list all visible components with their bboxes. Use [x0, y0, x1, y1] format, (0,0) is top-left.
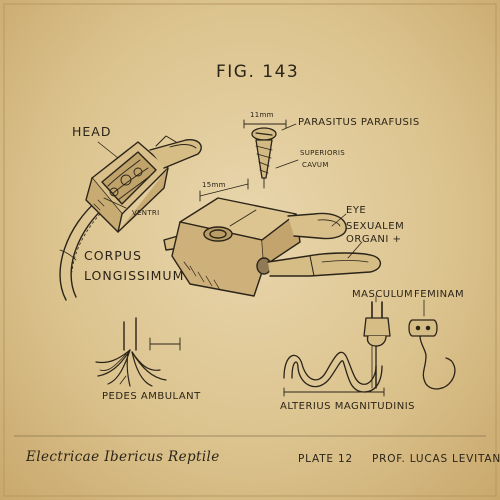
corpus-cord-inner	[70, 205, 107, 298]
socket-block-sketch	[163, 178, 301, 297]
head-plug-sketch	[59, 135, 202, 301]
label-feminam: FEMINAM	[414, 289, 465, 300]
feminam-socket-sketch	[408, 299, 456, 390]
masculum-plug-sketch	[363, 295, 391, 389]
label-superioris: SUPERIORIS	[300, 149, 346, 157]
screw-sketch	[243, 119, 299, 189]
label-sexualem: SEXUALEM	[346, 221, 405, 232]
label-pedes: PEDES AMBULANT	[102, 391, 201, 402]
wavy-cord-sketch	[283, 351, 385, 397]
label-cavum: CAVUM	[302, 161, 329, 169]
feet-sketch	[95, 317, 181, 387]
label-alterius: ALTERIUS MAGNITUDINIS	[280, 401, 416, 412]
corpus-cord-outer	[59, 199, 99, 301]
label-screw-size: 11mm	[250, 111, 274, 119]
label-corpus: CORPUS	[84, 248, 142, 263]
figure-number: FIG. 143	[216, 62, 300, 82]
specimen-caption: Electricae Ibericus Reptile	[26, 449, 220, 465]
label-eye: EYE	[346, 205, 367, 216]
paper-border	[3, 3, 497, 497]
plate-number: PLATE 12	[298, 453, 353, 465]
label-ventri: VENTRI	[132, 209, 160, 217]
label-organi: ORGANI +	[346, 234, 402, 245]
author-credit: PROF. LUCAS LEVITAN	[372, 453, 500, 465]
label-head: HEAD	[72, 124, 112, 139]
label-parasitus: PARASITUS PARAFUSIS	[298, 117, 420, 128]
lobes-sketch	[267, 212, 381, 277]
label-masculum: MASCULUM	[352, 289, 414, 300]
label-longissimum: LONGISSIMUM	[84, 268, 185, 283]
label-plug-size: 15mm	[202, 181, 226, 189]
